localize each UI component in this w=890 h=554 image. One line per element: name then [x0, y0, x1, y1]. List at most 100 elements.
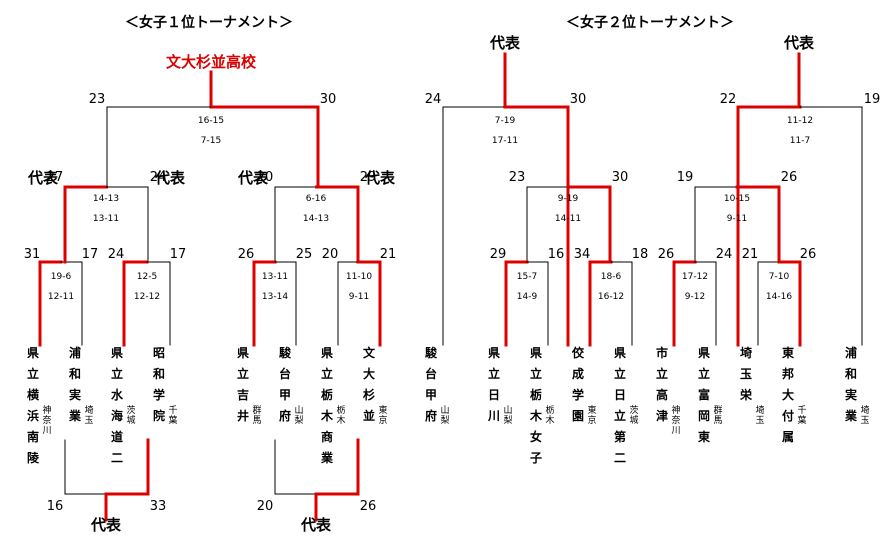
team-name-R9-char: 属: [782, 430, 794, 444]
team-name-L6-char: 甲: [279, 388, 291, 402]
representative-label-left-semi-3: 代表: [237, 169, 269, 187]
team-prefecture-L4-char: 葉: [168, 414, 177, 426]
team-prefecture-R3-char: 木: [545, 414, 554, 426]
team-name-R10-char: 浦: [845, 345, 857, 360]
right-quarter-3-right-score: 24: [716, 247, 733, 262]
left-semi-1-set-score: 14-13: [93, 194, 119, 204]
team-name-R7-char: 県: [698, 346, 710, 360]
left-final-left-score: 23: [89, 92, 106, 107]
team-prefecture-R3: 栃木: [545, 404, 554, 426]
team-prefecture-L2-char: 埼: [84, 404, 93, 416]
team-prefecture-R4-char: 京: [587, 414, 596, 426]
team-name-R6-char: 津: [656, 408, 668, 423]
left-quarter-3-set-score: 13-11: [262, 272, 288, 282]
left-quarter-1-left-score: 31: [24, 247, 41, 262]
team-name-L3-char: 県: [111, 346, 123, 360]
right-semi-1-set-score: 9-19: [558, 194, 579, 204]
team-name-R9-char: 東: [782, 345, 794, 360]
left-quarter-4-set-score: 11-10: [346, 272, 372, 282]
team-prefecture-R2-char: 山: [503, 405, 512, 416]
team-name-R3-char: 栃: [530, 387, 542, 402]
team-name-L4-char: 和: [152, 366, 165, 381]
left-quarter-3-left-score: 26: [238, 247, 255, 262]
team-prefecture-L5-char: 馬: [252, 415, 261, 426]
right-semi-2-set-score: 9-11: [727, 214, 747, 224]
left-third-2-right-score: 26: [360, 499, 377, 514]
team-prefecture-R8: 埼玉: [755, 404, 764, 426]
team-name-L7-char: 栃: [321, 387, 333, 402]
team-prefecture-L6-char: 山: [294, 405, 303, 416]
left-semi-1-set-score: 13-11: [93, 214, 119, 224]
team-name-R5-char: 二: [614, 451, 626, 465]
team-prefecture-L2-char: 玉: [84, 415, 93, 426]
team-prefecture-R6-char: 神: [671, 404, 680, 416]
team-name-L1-char: 浜: [27, 408, 39, 423]
team-prefecture-R10-char: 玉: [860, 415, 869, 426]
team-name-L4-char: 昭: [153, 346, 165, 360]
right-quarter-1-set-score: 14-9: [517, 292, 538, 302]
team-name-R2-char: 県: [488, 346, 500, 360]
team-name-R2-char: 日: [488, 388, 500, 402]
team-prefecture-R3-char: 栃: [545, 404, 554, 416]
team-prefecture-L1: 神奈川: [42, 404, 51, 436]
right-final-1-right-score: 30: [570, 92, 587, 107]
right-quarter-2-set-score: 18-6: [601, 272, 622, 282]
team-prefecture-L8-char: 京: [378, 414, 387, 426]
left-semi-1-left-score: 27: [47, 170, 64, 185]
team-prefecture-R4: 東京: [587, 404, 596, 426]
team-name-L3-char: 海: [111, 408, 123, 423]
right-quarter-2-set-score: 16-12: [598, 292, 624, 302]
right-semi-2-set-score: 10-15: [724, 194, 750, 204]
team-prefecture-R1-char: 山: [440, 405, 449, 416]
team-name-R5-char: 第: [614, 429, 626, 444]
right-final-1-set-score: 7-19: [495, 116, 516, 126]
left-quarter-4-left-score: 20: [322, 247, 339, 262]
right-quarter-4-left-score: 21: [742, 247, 759, 262]
left-quarter-1-set-score: 12-11: [48, 292, 74, 302]
team-prefecture-R2: 山梨: [503, 405, 512, 426]
left-semi-2-set-score: 6-16: [306, 194, 327, 204]
team-prefecture-L4-char: 千: [168, 405, 177, 416]
team-prefecture-R7: 群馬: [713, 404, 722, 426]
team-name-L8-char: 杉: [363, 387, 375, 402]
team-prefecture-L7-char: 木: [336, 414, 345, 426]
team-prefecture-L1-char: 奈: [42, 414, 51, 426]
team-name-L2-char: 和: [68, 366, 81, 381]
right-quarter-2-left-score: 34: [574, 247, 591, 262]
right-final-2-left-score: 22: [720, 92, 737, 107]
team-name-L5-char: 井: [237, 408, 249, 423]
team-name-R5-char: 立: [614, 366, 626, 381]
representative-label-left-semi-4: 代表: [364, 169, 396, 187]
team-name-L7-char: 立: [321, 366, 333, 381]
left-quarter-2-set-score: 12-5: [137, 272, 157, 282]
team-prefecture-R7-char: 群: [713, 404, 722, 416]
left-final-set-score: 7-15: [201, 136, 221, 146]
team-name-R3-char: 木: [529, 408, 543, 423]
team-prefecture-R5: 茨城: [629, 404, 638, 426]
team-name-R4-char: 成: [572, 366, 584, 381]
team-prefecture-L2: 埼玉: [84, 404, 93, 426]
left-semi-1-right-score: 24: [150, 170, 167, 185]
team-name-R7-char: 立: [698, 366, 710, 381]
team-name-R3-char: 女: [530, 429, 542, 444]
team-prefecture-L3: 茨城: [126, 404, 135, 426]
left-semi-2-right-score: 29: [360, 170, 377, 185]
right-final-1-set-score: 17-11: [492, 136, 518, 146]
right-final-1-left-score: 24: [425, 92, 442, 107]
team-name-L7-char: 業: [320, 450, 334, 465]
left-tournament-title: ＜女子１位トーナメント＞: [125, 14, 293, 31]
team-prefecture-R4-char: 東: [587, 404, 596, 416]
team-name-R6-char: 立: [656, 366, 668, 381]
team-name-R1-char: 台: [425, 366, 437, 381]
team-name-R6-char: 高: [656, 387, 668, 402]
right-semi-1-left-score: 23: [509, 170, 526, 185]
representative-label-left-third-1: 代表: [90, 516, 122, 534]
left-quarter-1-set-score: 19-6: [51, 272, 72, 282]
right-quarter-1-right-score: 16: [548, 247, 565, 262]
